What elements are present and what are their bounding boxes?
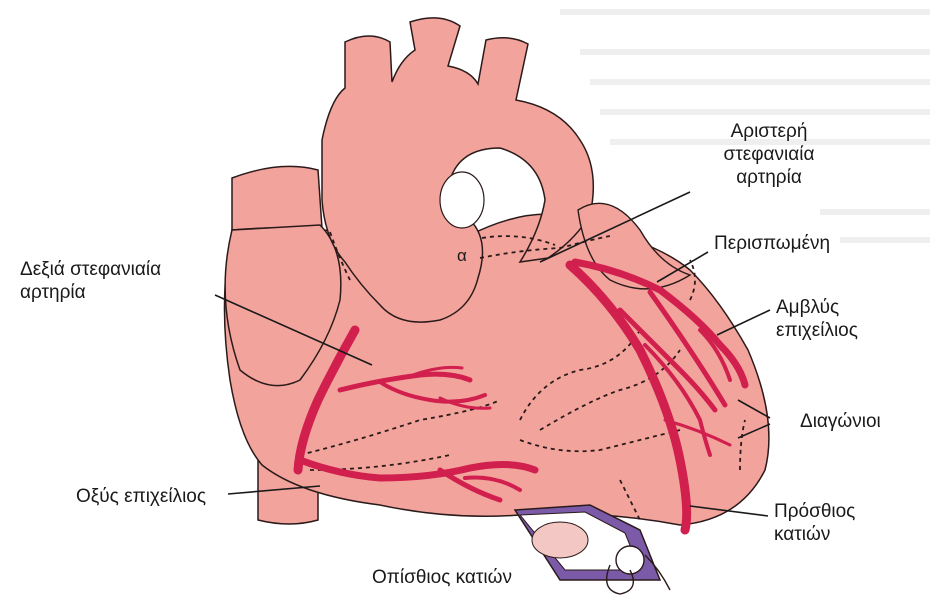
label-circumflex: Περισπωμένη (714, 232, 830, 255)
label-posterior-descending: Οπίσθιος κατιών (372, 566, 512, 589)
label-line: επιχείλιος (776, 319, 858, 342)
label-line: Οπίσθιος κατιών (372, 566, 512, 589)
label-line: Περισπωμένη (714, 232, 830, 255)
aortic-window (440, 172, 484, 228)
label-line: αρτηρία (20, 281, 161, 304)
vena-cava-superior (232, 166, 322, 232)
label-line: στεφανιαία (694, 143, 844, 166)
label-left-coronary: Αριστερή στεφανιαία αρτηρία (694, 120, 844, 189)
label-line: Πρόσθιος (774, 500, 855, 523)
label-line: Διαγώνιοι (800, 410, 881, 433)
label-alpha: α (457, 244, 467, 267)
label-line: Οξύς επιχείλιος (76, 485, 206, 508)
label-diagonals: Διαγώνιοι (800, 410, 881, 433)
label-obtuse-marginal: Αμβλύς επιχείλιος (776, 296, 858, 342)
label-line: Αριστερή (694, 120, 844, 143)
label-acute-marginal: Οξύς επιχείλιος (76, 485, 206, 508)
label-line: κατιών (774, 523, 855, 546)
label-line: αρτηρία (694, 166, 844, 189)
label-line: Δεξιά στεφανιαία (20, 258, 161, 281)
label-line: α (457, 244, 467, 267)
label-line: Αμβλύς (776, 296, 858, 319)
label-anterior-descending: Πρόσθιος κατιών (774, 500, 855, 546)
label-right-coronary: Δεξιά στεφανιαία αρτηρία (20, 258, 161, 304)
